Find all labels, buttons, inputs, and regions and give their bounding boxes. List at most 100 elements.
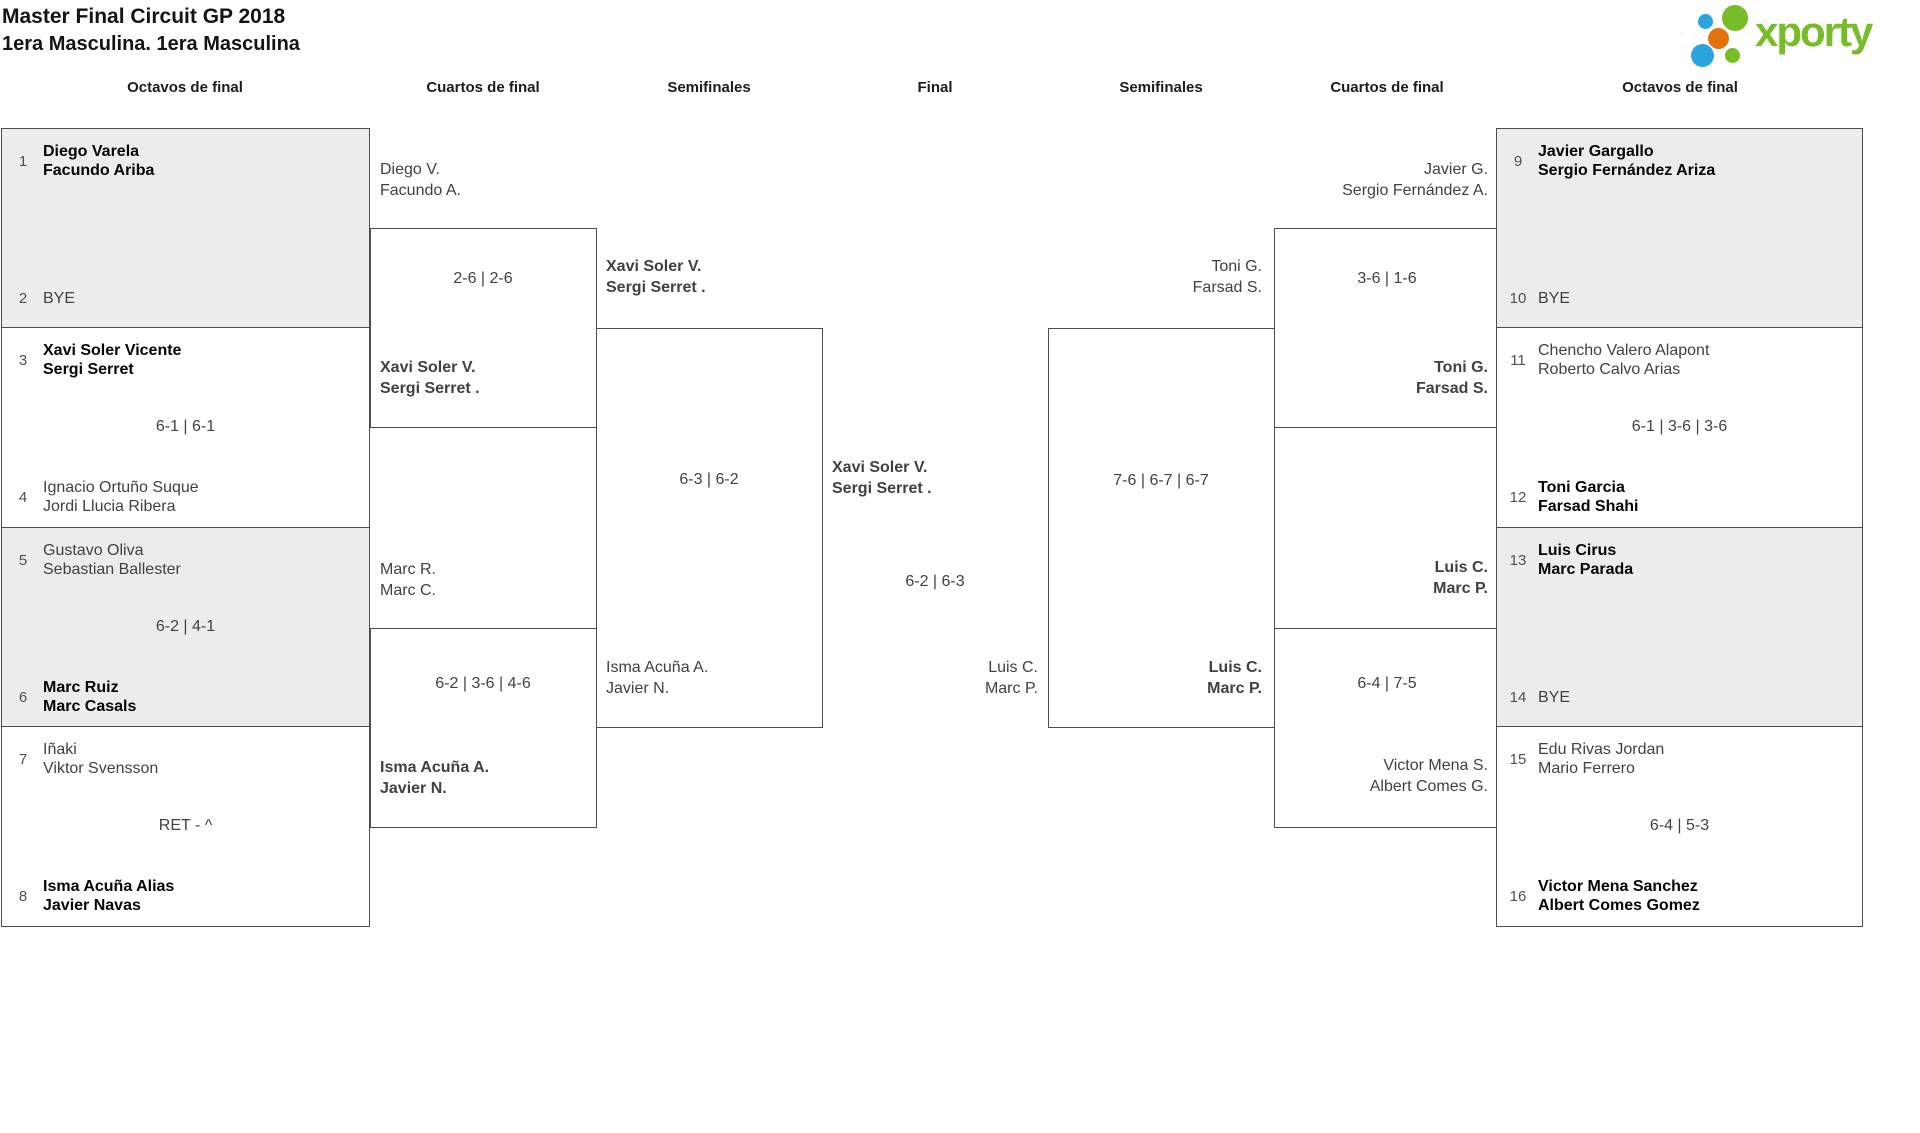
- match-box-r16-left-3: 5 Gustavo Oliva Sebastian Ballester 6-2 …: [1, 527, 370, 728]
- team-label-qf-right-2-top: Luis C.Marc P.: [1433, 559, 1488, 597]
- logo-dot-green-large: [1722, 5, 1748, 31]
- round-header-cuartos-left: Cuartos de final: [426, 79, 540, 96]
- match-box-r16-right-1: 9 Javier Gargallo Sergio Fernández Ariza…: [1496, 128, 1863, 329]
- team-names: Isma Acuña Alias Javier Navas: [43, 878, 175, 914]
- team-names: Victor Mena Sanchez Albert Comes Gomez: [1538, 878, 1700, 914]
- team-label-qf-left-1-top: Diego V.Facundo A.: [380, 161, 461, 199]
- seed-number: 5: [18, 551, 28, 569]
- match-box-r16-left-2: 3 Xavi Soler Vicente Sergi Serret 6-1 | …: [1, 327, 370, 528]
- match-outline-qf-left-2: [370, 628, 597, 828]
- team-row: 1 Diego Varela Facundo Ariba: [12, 142, 359, 180]
- team-row: 6 Marc Ruiz Marc Casals: [12, 678, 359, 716]
- round-header-octavos-right: Octavos de final: [1622, 79, 1738, 96]
- match-score: 6-4 | 5-3: [1649, 817, 1710, 834]
- seed-number: 9: [1513, 152, 1523, 170]
- seed-number: 13: [1509, 551, 1527, 569]
- page-header: Master Final Circuit GP 2018 1era Mascul…: [2, 4, 300, 57]
- team-names: Iñaki Viktor Svensson: [43, 741, 159, 777]
- match-outline-qf-right-2: [1274, 628, 1497, 828]
- team-row: 5 Gustavo Oliva Sebastian Ballester: [12, 541, 359, 579]
- team-label-qf-left-2-top: Marc R.Marc C.: [380, 561, 436, 599]
- round-header-final: Final: [917, 79, 953, 96]
- team-names: Chencho Valero Alapont Roberto Calvo Ari…: [1538, 342, 1710, 378]
- logo-dot-orange: [1708, 28, 1729, 49]
- logo-dot-blue-large: [1691, 44, 1714, 67]
- match-box-r16-right-2: 11 Chencho Valero Alapont Roberto Calvo …: [1496, 327, 1863, 528]
- team-label-qf-left-2-bottom: Isma Acuña A.Javier N.: [380, 759, 490, 797]
- team-row: 8 Isma Acuña Alias Javier Navas: [12, 877, 359, 915]
- team-row: 9 Javier Gargallo Sergio Fernández Ariza: [1507, 142, 1852, 180]
- match-score-qf-left-1: 2-6 | 2-6: [453, 270, 513, 287]
- team-names: Edu Rivas Jordan Mario Ferrero: [1538, 741, 1665, 777]
- team-names: Luis Cirus Marc Parada: [1538, 542, 1634, 578]
- seed-number: 11: [1510, 351, 1526, 369]
- round-header-semis-left: Semifinales: [667, 79, 751, 96]
- match-outline-sf-left: [596, 328, 823, 728]
- match-outline-qf-right-1: [1274, 228, 1497, 428]
- team-names: Toni Garcia Farsad Shahi: [1538, 479, 1639, 515]
- match-score-final: 6-2 | 6-3: [905, 573, 965, 590]
- team-row: 7 Iñaki Viktor Svensson: [12, 740, 359, 778]
- match-score-qf-right-1: 3-6 | 1-6: [1357, 270, 1417, 287]
- round-header-octavos-left: Octavos de final: [127, 79, 243, 96]
- team-names: Javier Gargallo Sergio Fernández Ariza: [1538, 143, 1716, 179]
- team-label-qf-left-1-bottom: Xavi Soler V.Sergi Serret .: [380, 359, 480, 397]
- logo-wordmark: xporty: [1755, 8, 1873, 55]
- team-row: 16 Victor Mena Sanchez Albert Comes Gome…: [1507, 877, 1852, 915]
- round-header-semis-right: Semifinales: [1119, 79, 1203, 96]
- seed-number: 3: [18, 351, 28, 369]
- team-row: 14 BYE: [1507, 688, 1852, 707]
- match-score: RET - ^: [158, 817, 213, 834]
- match-score: 6-2 | 4-1: [155, 618, 216, 635]
- seed-number: 1: [18, 152, 28, 170]
- seed-number: 10: [1509, 290, 1527, 307]
- team-names: Marc Ruiz Marc Casals: [43, 679, 137, 715]
- team-row: 3 Xavi Soler Vicente Sergi Serret: [12, 341, 359, 379]
- team-row: 15 Edu Rivas Jordan Mario Ferrero: [1507, 740, 1852, 778]
- team-row: 12 Toni Garcia Farsad Shahi: [1507, 478, 1852, 516]
- team-names: Diego Varela Facundo Ariba: [43, 143, 155, 179]
- seed-number: 7: [18, 750, 28, 768]
- match-box-r16-right-4: 15 Edu Rivas Jordan Mario Ferrero 6-4 | …: [1496, 726, 1863, 927]
- seed-number: 4: [18, 488, 28, 506]
- team-label-qf-right-1-bottom: Toni G.Farsad S.: [1415, 359, 1488, 397]
- team-names: Gustavo Oliva Sebastian Ballester: [43, 542, 181, 578]
- seed-number: 12: [1509, 488, 1527, 506]
- team-names: BYE: [43, 290, 76, 307]
- team-names: BYE: [1538, 689, 1571, 706]
- match-box-r16-left-1: 1 Diego Varela Facundo Ariba 2 BYE: [1, 128, 370, 329]
- team-label-sf-left-bottom: Isma Acuña A.Javier N.: [606, 659, 709, 697]
- team-names: BYE: [1538, 290, 1571, 307]
- team-label-qf-right-2-bottom: Victor Mena S.Albert Comes G.: [1369, 757, 1488, 795]
- seed-number: 14: [1509, 689, 1527, 706]
- seed-number: 2: [18, 290, 28, 307]
- team-row: 10 BYE: [1507, 289, 1852, 308]
- team-row: 2 BYE: [12, 289, 359, 308]
- round-header-cuartos-right: Cuartos de final: [1330, 79, 1444, 96]
- seed-number: 16: [1509, 887, 1527, 905]
- team-label-sf-left-top: Xavi Soler V.Sergi Serret .: [606, 258, 706, 296]
- team-label-final-bottom: Luis C.Marc P.: [984, 659, 1038, 697]
- match-score: 6-1 | 6-1: [155, 418, 216, 435]
- logo-dot-blue-small: [1698, 14, 1713, 29]
- match-score-sf-left: 6-3 | 6-2: [679, 471, 739, 488]
- team-row: 11 Chencho Valero Alapont Roberto Calvo …: [1507, 341, 1852, 379]
- logo-dot-green-small: [1725, 48, 1740, 63]
- seed-number: 8: [18, 887, 28, 905]
- team-names: Xavi Soler Vicente Sergi Serret: [43, 342, 182, 378]
- page-subtitle: 1era Masculina. 1era Masculina: [2, 33, 300, 55]
- seed-number: 6: [18, 688, 28, 706]
- team-label-sf-right-top: Toni G.Farsad S.: [1192, 258, 1262, 296]
- match-outline-sf-right: [1048, 328, 1275, 728]
- team-label-qf-right-1-top: Javier G.Sergio Fernández A.: [1342, 161, 1488, 199]
- match-score-sf-right: 7-6 | 6-7 | 6-7: [1113, 472, 1209, 489]
- page-title: Master Final Circuit GP 2018: [2, 5, 286, 28]
- match-score: 6-1 | 3-6 | 3-6: [1631, 418, 1728, 435]
- seed-number: 15: [1509, 750, 1527, 768]
- match-box-r16-left-4: 7 Iñaki Viktor Svensson RET - ^ 8 Isma A…: [1, 726, 370, 927]
- match-score-qf-right-2: 6-4 | 7-5: [1357, 675, 1417, 692]
- team-names: Ignacio Ortuño Suque Jordi Llucia Ribera: [43, 479, 199, 515]
- team-label-sf-right-bottom: Luis C.Marc P.: [1207, 659, 1262, 697]
- match-score-qf-left-2: 6-2 | 3-6 | 4-6: [435, 675, 531, 692]
